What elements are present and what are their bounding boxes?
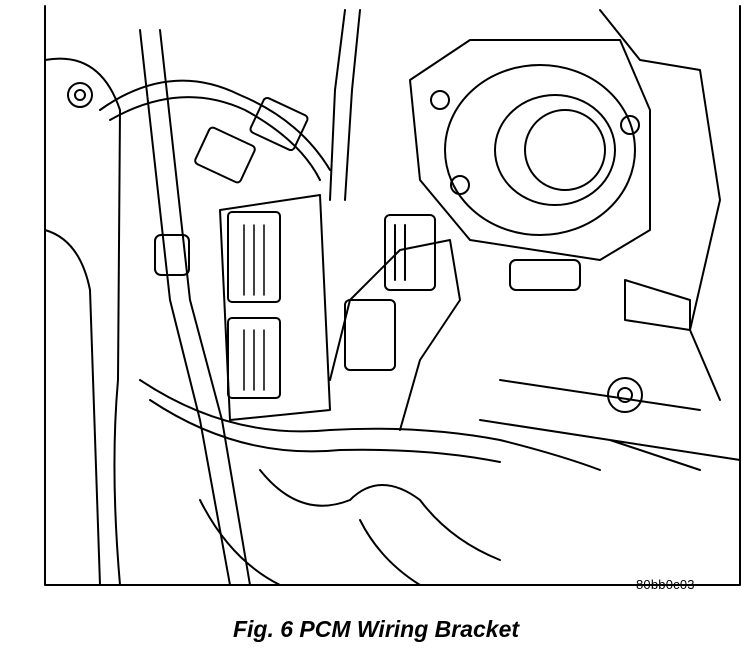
connector-center-1 bbox=[384, 214, 436, 291]
reference-code: 80bb0c03 bbox=[636, 577, 695, 592]
throttle-flange bbox=[409, 39, 651, 261]
vertical-tube bbox=[139, 29, 251, 586]
bolt-lower-right bbox=[607, 377, 643, 413]
sensor-connector bbox=[624, 279, 691, 331]
harness-upper bbox=[99, 79, 331, 181]
connector-upper-2 bbox=[249, 96, 309, 152]
throttle-body-inner bbox=[494, 94, 616, 206]
drawing-border bbox=[44, 5, 741, 586]
bolt-flange-3 bbox=[620, 115, 640, 135]
bolt-top-left bbox=[67, 82, 93, 108]
harness-lower-loop bbox=[259, 469, 501, 561]
left-panel bbox=[44, 57, 121, 586]
left-panel-edge bbox=[44, 229, 101, 586]
harness-vertical bbox=[329, 9, 361, 201]
harness-lower bbox=[139, 379, 601, 471]
connector-upper-1 bbox=[194, 126, 256, 184]
pcm-connector-top bbox=[227, 211, 281, 303]
pcm-module bbox=[219, 194, 331, 421]
bolt-flange-2 bbox=[450, 175, 470, 195]
pcm-connector-pins bbox=[243, 224, 265, 391]
tube-clamp bbox=[154, 234, 190, 276]
bolt-flange-1 bbox=[430, 90, 450, 110]
throttle-body-outer bbox=[444, 64, 636, 236]
line-drawing bbox=[44, 5, 741, 586]
pcm-connector-bottom bbox=[227, 317, 281, 399]
connector-center-2 bbox=[344, 299, 396, 371]
figure-caption: Fig. 6 PCM Wiring Bracket bbox=[232, 616, 520, 642]
lower-tray bbox=[479, 379, 741, 471]
engine-right bbox=[599, 9, 721, 401]
sensor-right bbox=[509, 259, 581, 291]
